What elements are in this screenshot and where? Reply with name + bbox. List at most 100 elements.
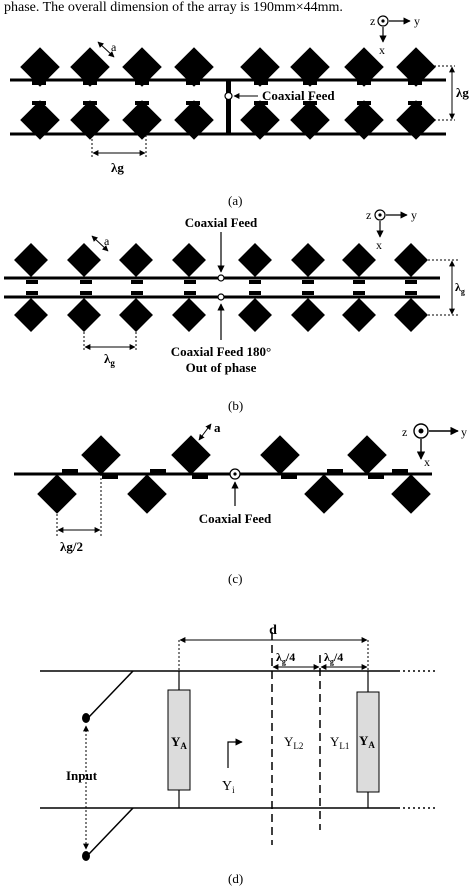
patch bbox=[67, 243, 101, 277]
patch bbox=[67, 298, 101, 332]
yi-arrow bbox=[227, 738, 243, 768]
input-lead-lower bbox=[87, 807, 134, 856]
feed-stub bbox=[357, 81, 371, 85]
feed-stub bbox=[302, 291, 314, 295]
axis-x-label: x bbox=[379, 43, 385, 57]
feed-stub bbox=[368, 475, 384, 479]
feed-stub bbox=[192, 475, 208, 479]
feed-stub bbox=[303, 101, 317, 105]
ya-right-label: YA bbox=[359, 733, 375, 750]
patch bbox=[81, 435, 121, 475]
caption-d: (d) bbox=[228, 871, 243, 886]
feed-stub bbox=[135, 101, 149, 105]
feed-stub bbox=[405, 291, 417, 295]
yl1-label: YL1 bbox=[330, 734, 349, 751]
feed-stub bbox=[392, 469, 408, 473]
feed-stub bbox=[357, 101, 371, 105]
quarter-right-label: λg/4 bbox=[324, 650, 343, 666]
feed-stub bbox=[302, 280, 314, 284]
patch bbox=[260, 435, 300, 475]
feed-stub bbox=[80, 280, 92, 284]
patch bbox=[127, 474, 167, 514]
axis-origin-dot bbox=[378, 213, 382, 217]
patch-size-arrow bbox=[91, 235, 109, 252]
input-terminal-upper bbox=[82, 713, 90, 723]
feed-stub bbox=[184, 291, 196, 295]
patch bbox=[394, 298, 428, 332]
feed-stub bbox=[62, 469, 78, 473]
feed-stub bbox=[249, 291, 261, 295]
coaxial-feed-post bbox=[226, 80, 231, 134]
axis-x-label: x bbox=[424, 455, 430, 469]
feed-stub bbox=[131, 291, 143, 295]
spacing-label: λg bbox=[104, 351, 115, 368]
patch bbox=[291, 298, 325, 332]
feed-stub bbox=[80, 291, 92, 295]
feed-stub bbox=[26, 291, 38, 295]
feed-stub bbox=[353, 291, 365, 295]
feed-stub bbox=[83, 101, 97, 105]
patch bbox=[172, 298, 206, 332]
caption-a: (a) bbox=[228, 193, 242, 208]
d-label: d bbox=[269, 623, 277, 638]
coaxial-feed-label: Coaxial Feed bbox=[199, 511, 272, 526]
panel-c: Coaxial Feed a λg/2 z y x (c) bbox=[14, 420, 467, 586]
feed-stub bbox=[32, 81, 46, 85]
axis-y-label: y bbox=[414, 14, 420, 28]
feed-stub bbox=[186, 101, 200, 105]
input-label: Input bbox=[66, 768, 98, 783]
axis-y-label: y bbox=[411, 208, 417, 222]
patch bbox=[342, 298, 376, 332]
patch bbox=[172, 243, 206, 277]
coaxial-feed-label: Coaxial Feed bbox=[262, 88, 335, 103]
patch bbox=[347, 435, 387, 475]
patch bbox=[122, 100, 162, 140]
patch bbox=[238, 243, 272, 277]
patch bbox=[238, 298, 272, 332]
feed-stub bbox=[150, 469, 166, 473]
patch bbox=[37, 474, 77, 514]
coaxial-feed-dot bbox=[233, 472, 237, 476]
gap-label: λg bbox=[455, 280, 465, 296]
axis-z-label: z bbox=[402, 425, 407, 439]
feed-stub bbox=[353, 280, 365, 284]
feed-stub bbox=[408, 81, 422, 85]
coaxial-feed-bottom-point bbox=[217, 293, 225, 301]
feed-stub bbox=[102, 475, 118, 479]
feed-stub bbox=[281, 475, 297, 479]
patch bbox=[291, 243, 325, 277]
panel-a: Coaxial Feed a λg λg z y x (a) bbox=[10, 14, 469, 208]
feed-stub bbox=[254, 101, 268, 105]
panel-b: Coaxial Feed Coaxial Feed 180° Out of ph… bbox=[4, 208, 465, 413]
patch-size-label: a bbox=[104, 234, 110, 248]
feed-stub bbox=[184, 280, 196, 284]
spacing-label: λg/2 bbox=[60, 539, 83, 554]
header-text: phase. The overall dimension of the arra… bbox=[4, 0, 343, 15]
coaxial-feed-point bbox=[224, 91, 233, 101]
feed-stub bbox=[254, 81, 268, 85]
patch bbox=[14, 243, 48, 277]
patch bbox=[342, 243, 376, 277]
quarter-left-label: λg/4 bbox=[276, 650, 295, 666]
patch bbox=[122, 47, 162, 87]
gap-label: λg bbox=[456, 85, 469, 100]
patch bbox=[14, 298, 48, 332]
feed-stub bbox=[249, 280, 261, 284]
feed-stub bbox=[408, 101, 422, 105]
patch bbox=[119, 298, 153, 332]
feed-stub bbox=[327, 469, 343, 473]
patch bbox=[174, 100, 214, 140]
feed-stub bbox=[135, 81, 149, 85]
patch bbox=[171, 435, 211, 475]
axis-x-label: x bbox=[376, 238, 382, 252]
axis-origin-dot bbox=[418, 428, 424, 434]
caption-c: (c) bbox=[228, 571, 242, 586]
caption-b: (b) bbox=[228, 398, 243, 413]
axis-z-label: z bbox=[366, 208, 371, 222]
yi-label: Yi bbox=[222, 779, 235, 795]
patch bbox=[20, 47, 60, 87]
coaxial-feed-bottom-label-2: Out of phase bbox=[186, 360, 257, 375]
feed-stub bbox=[26, 280, 38, 284]
coaxial-feed-top-point bbox=[217, 274, 225, 282]
